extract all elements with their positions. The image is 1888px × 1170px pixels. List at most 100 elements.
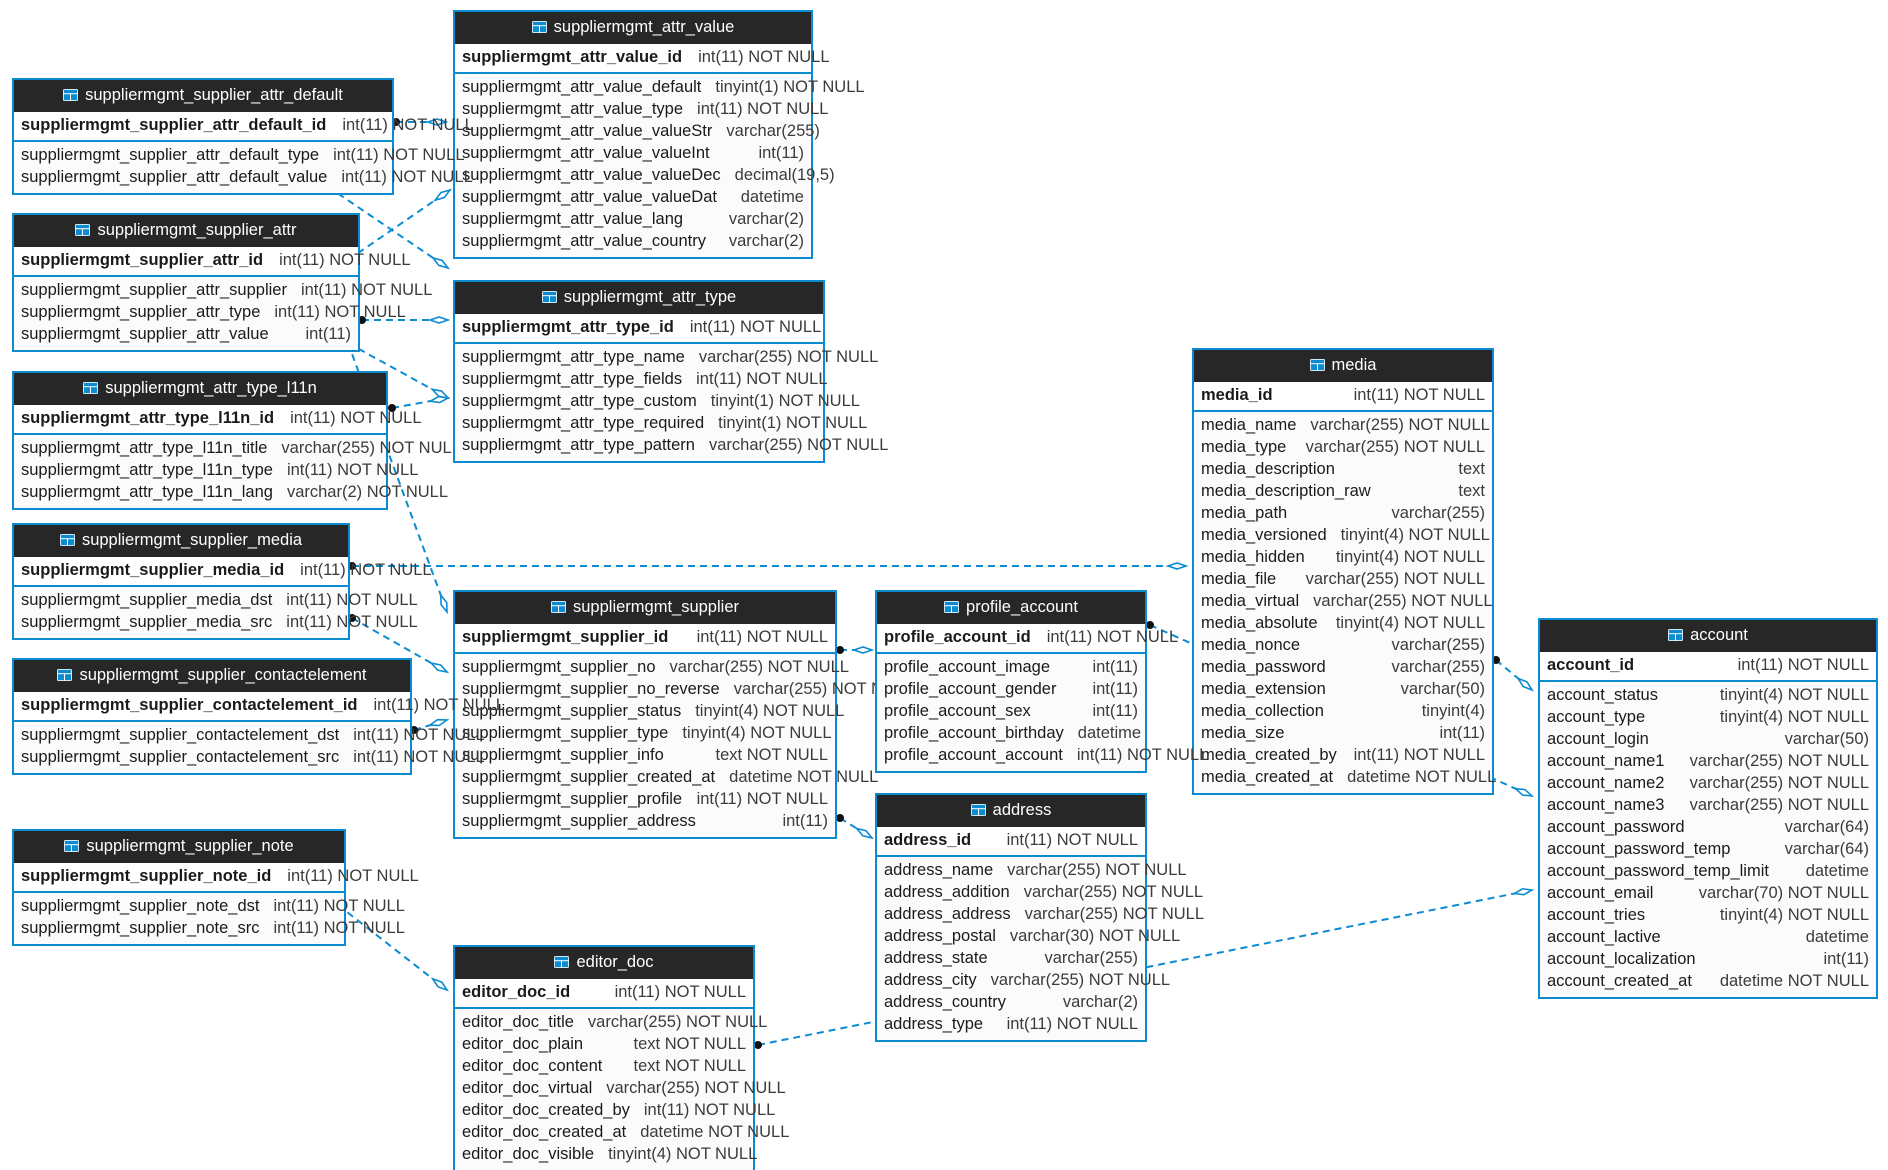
- column-row[interactable]: suppliermgmt_supplier_attr_default_value…: [14, 167, 473, 189]
- column-row[interactable]: suppliermgmt_supplier_contactelement_src…: [14, 747, 485, 769]
- column-row[interactable]: suppliermgmt_supplier_contactelement_dst…: [14, 725, 485, 747]
